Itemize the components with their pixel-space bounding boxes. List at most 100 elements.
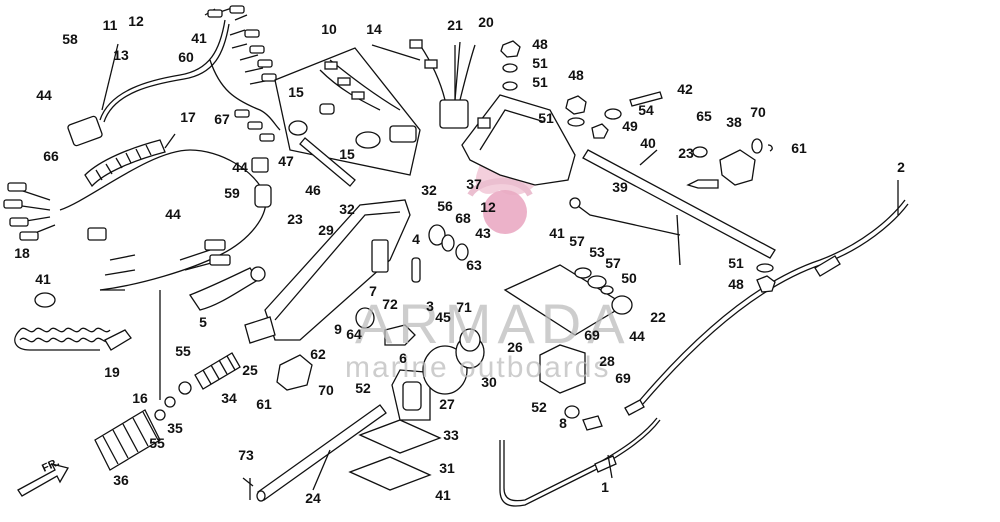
callout-c51b: 51 [532,74,548,90]
callout-c70b: 70 [750,104,766,120]
callout-c57a: 57 [569,233,585,249]
callout-c67: 67 [214,111,230,127]
callout-c20: 20 [478,14,494,30]
callout-c58: 58 [62,31,78,47]
callout-c32b: 32 [339,201,355,217]
callout-c61b: 61 [791,140,807,156]
tiller-arm-29 [244,199,411,344]
callout-c2: 2 [897,159,905,175]
callout-c66: 66 [43,148,59,164]
washer-35 [164,396,176,408]
callout-c55a: 55 [175,343,191,359]
washer-52b [564,405,580,419]
callout-c13: 13 [113,47,129,63]
callout-c72: 72 [382,296,398,312]
callout-c55b: 55 [149,435,165,451]
callout-c41d: 41 [435,487,451,503]
callout-c61a: 61 [256,396,272,412]
plate-33 [358,419,442,454]
fr-label: FR. [40,456,61,474]
pin-73 [242,477,254,487]
washer-57b [600,285,614,295]
rod-39 [569,199,681,236]
bracket-25 [276,354,313,391]
callout-c12b: 12 [480,199,496,215]
nut-48a [500,40,521,58]
collar-68 [455,243,469,261]
callout-c11: 11 [103,17,118,33]
cable-1 [499,417,661,507]
callout-c18: 18 [14,245,30,261]
callout-c43: 43 [475,225,491,241]
callout-c65: 65 [696,108,712,124]
callout-c71: 71 [456,299,472,315]
bracket-37 [461,94,576,186]
callout-c3: 3 [426,298,434,314]
callout-c12a: 12 [128,13,144,29]
callout-c48b: 48 [568,67,584,83]
washer-55b [154,409,166,421]
callout-c48c: 48 [728,276,744,292]
callout-c45: 45 [435,309,451,325]
callout-c8: 8 [559,415,567,431]
bracket-6 [384,324,416,346]
block-38 [719,149,756,186]
callout-c41b: 41 [35,271,51,287]
callout-c52a: 52 [355,380,371,396]
harness-17 [3,149,272,291]
callout-c17: 17 [180,109,196,125]
pin-70b [751,138,763,154]
callout-c52b: 52 [531,399,547,415]
callout-c31: 31 [439,460,455,476]
nut-48b [565,95,587,115]
cable-2 [624,199,909,416]
callout-c41c: 41 [549,225,565,241]
callout-c29: 29 [318,222,334,238]
callout-c7: 7 [369,283,377,299]
callout-c44b: 44 [232,159,248,175]
knob-28 [539,344,586,394]
washer-51b [502,81,518,91]
callout-c59: 59 [224,185,240,201]
callout-c21: 21 [447,17,463,33]
washer-54 [604,108,622,120]
callout-c19: 19 [104,364,120,380]
bushing-50 [611,295,633,315]
callout-c25: 25 [242,362,258,378]
callout-c69b: 69 [615,370,631,386]
callout-c69a: 69 [584,327,600,343]
washer-51d [756,263,774,273]
callout-c37: 37 [466,176,482,192]
stud-42 [629,91,663,107]
callout-c16: 16 [132,390,148,406]
plate-31 [348,456,432,491]
callout-c51a: 51 [532,55,548,71]
washer-51c [567,117,585,127]
callout-c70a: 70 [318,382,334,398]
callout-c49: 49 [622,118,638,134]
lever-5 [189,266,266,311]
callout-c36: 36 [113,472,129,488]
callout-c39: 39 [612,179,628,195]
callout-c14: 14 [366,21,382,37]
callout-c23a: 23 [287,211,303,227]
watermark-brand: ARMADA [355,292,631,355]
callout-c41a: 41 [191,30,207,46]
callout-c26: 26 [507,339,523,355]
washer-65 [692,146,708,158]
callout-c47: 47 [278,153,294,169]
callout-c15a: 15 [288,84,304,100]
callout-c27: 27 [439,396,455,412]
callout-c5: 5 [199,314,207,330]
switch-21 [409,39,476,129]
callout-c44c: 44 [165,206,181,222]
callout-c22: 22 [650,309,666,325]
watermark-tagline: marine outboards [345,351,610,384]
gear-30 [422,328,485,395]
callout-c51d: 51 [728,255,744,271]
callout-c32a: 32 [421,182,437,198]
callout-c10: 10 [321,21,337,37]
screw-23b [686,179,719,189]
callout-c73: 73 [238,447,254,463]
